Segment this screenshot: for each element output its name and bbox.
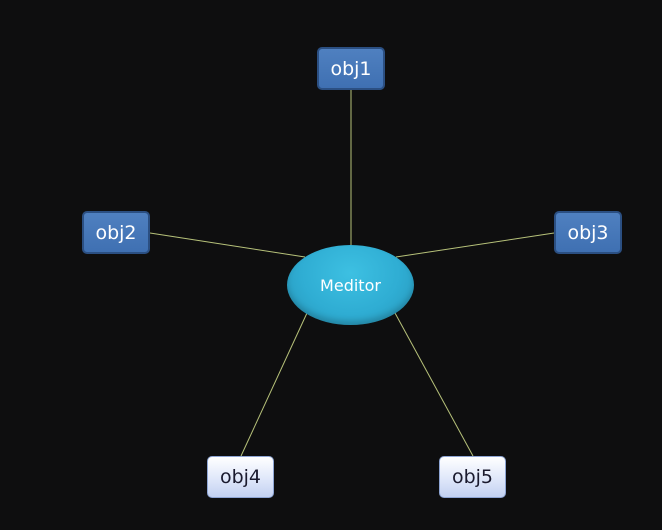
node-obj3-label: obj3	[567, 221, 609, 244]
node-obj2: obj2	[82, 211, 150, 254]
connector-obj4	[240, 312, 308, 457]
node-obj5-label: obj5	[451, 466, 494, 488]
node-obj5: obj5	[439, 456, 506, 498]
node-obj3: obj3	[554, 211, 622, 254]
mediator-node: Meditor	[287, 245, 414, 325]
node-obj1-label: obj1	[330, 57, 372, 80]
node-obj2-label: obj2	[95, 221, 137, 244]
node-obj1: obj1	[317, 47, 385, 90]
node-obj4: obj4	[207, 456, 274, 498]
node-obj4-label: obj4	[219, 466, 262, 488]
connector-obj5	[394, 312, 474, 457]
connector-obj3	[395, 232, 555, 258]
mediator-label: Meditor	[320, 275, 381, 295]
connector-obj2	[149, 232, 306, 258]
